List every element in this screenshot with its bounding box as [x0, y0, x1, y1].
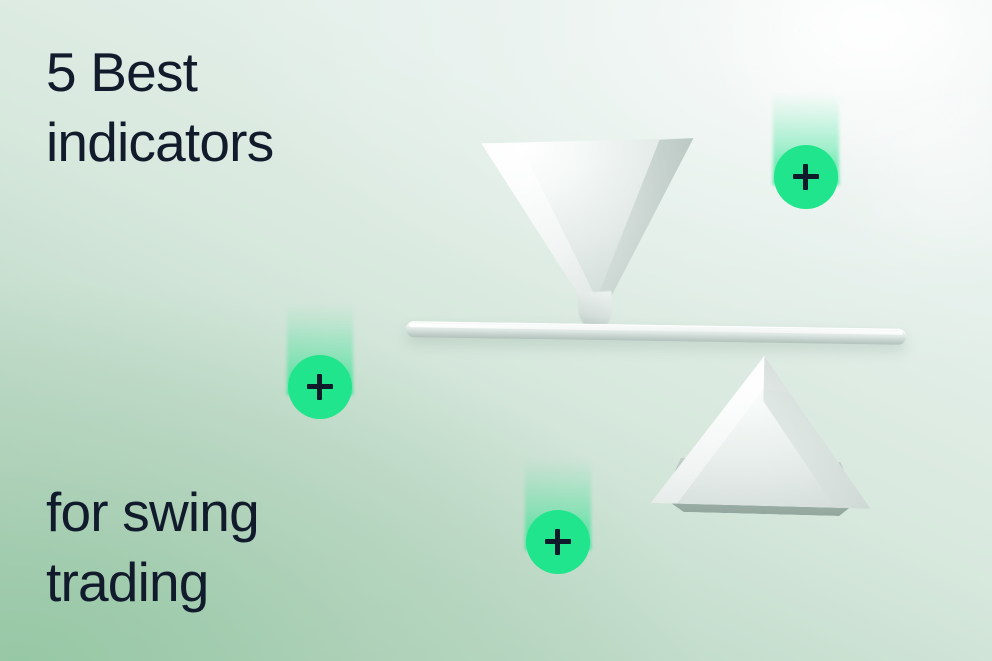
plus-icon[interactable]: [526, 510, 590, 574]
plus-glyph: [545, 529, 571, 555]
plus-glyph: [793, 164, 819, 190]
inverted-triangle-body: [481, 127, 703, 330]
page-title-primary: 5 Best indicators: [46, 41, 274, 173]
balance-beam: [405, 321, 907, 345]
badge-top-right[interactable]: [773, 93, 839, 209]
plus-glyph: [307, 374, 333, 400]
upright-triangle-body: [651, 353, 875, 509]
upright-triangle-shadow: [651, 353, 875, 509]
upright-triangle-highlight: [651, 353, 875, 509]
plus-icon[interactable]: [774, 145, 838, 209]
inverted-triangle-shadow: [481, 127, 703, 330]
inverted-triangle-shape: [481, 127, 703, 331]
background-glow-top-right: [700, 0, 992, 180]
upright-triangle-shape: [650, 353, 875, 545]
plus-icon[interactable]: [288, 355, 352, 419]
background-glow-mid-right: [820, 60, 992, 280]
badge-bottom-center[interactable]: [525, 458, 591, 574]
upright-triangle-base: [654, 457, 865, 516]
inverted-triangle-highlight: [481, 127, 703, 330]
inverted-triangle-tip: [577, 291, 614, 331]
page-title-secondary: for swing trading: [46, 481, 260, 613]
badge-middle-left[interactable]: [287, 303, 353, 419]
